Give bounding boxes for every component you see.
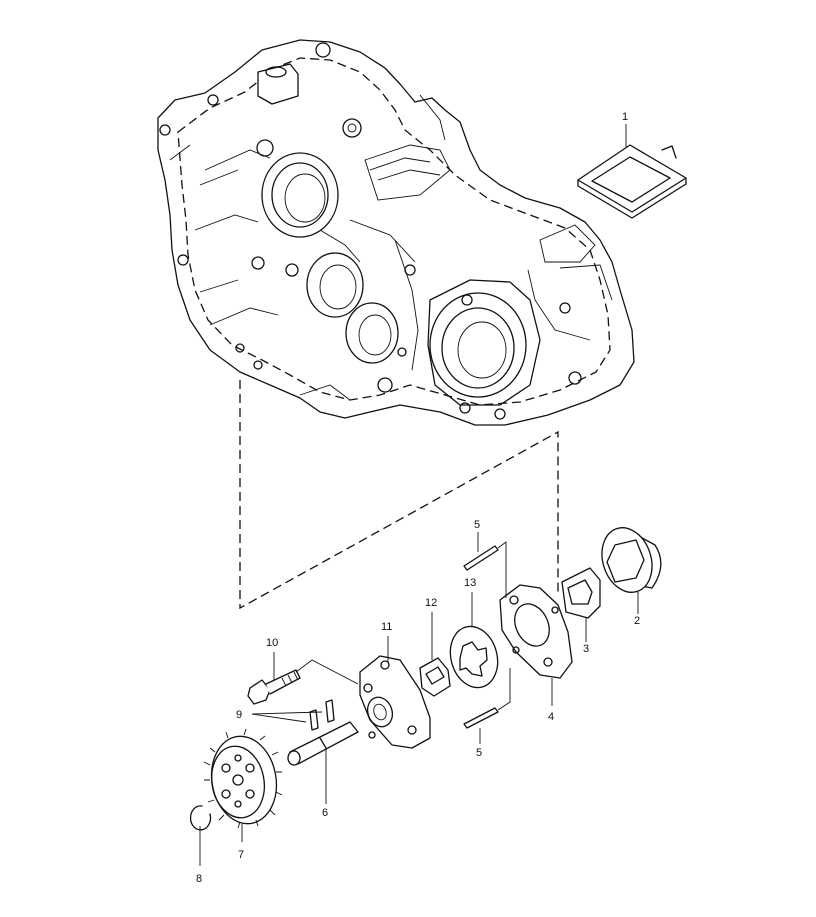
bolt-part-10 <box>247 652 359 705</box>
callout-12: 12 <box>425 597 437 609</box>
pump-cover-part-11 <box>359 636 431 749</box>
callout-6: 6 <box>322 807 328 819</box>
callout-1: 1 <box>622 111 628 123</box>
pins-part-9 <box>251 699 335 731</box>
callout-labels: 1 2 3 4 5 5 6 7 8 9 10 11 12 13 <box>196 111 640 885</box>
callout-4: 4 <box>548 711 554 723</box>
dowel-pins-part-5 <box>463 532 511 744</box>
callout-7: 7 <box>238 849 244 861</box>
callout-5-top: 5 <box>474 519 480 531</box>
callout-3: 3 <box>583 643 589 655</box>
rotor-housing-part-3 <box>561 567 601 642</box>
callout-8: 8 <box>196 873 202 885</box>
assembly-dashed-lines <box>239 380 559 610</box>
callout-5-bottom: 5 <box>476 747 482 759</box>
callout-2: 2 <box>634 615 640 627</box>
callout-10: 10 <box>266 637 278 649</box>
gasket-part-1 <box>577 124 687 219</box>
callout-13: 13 <box>464 577 476 589</box>
circlip-part-8 <box>189 805 212 866</box>
inner-rotor-part-13 <box>449 592 499 689</box>
gear-part-7 <box>203 728 283 842</box>
callout-11: 11 <box>381 621 392 633</box>
pump-sleeve-part-2 <box>601 527 662 614</box>
callout-9: 9 <box>236 709 242 721</box>
shaft-part-6 <box>287 721 359 804</box>
rotor-pin-part-12 <box>419 612 451 697</box>
crankcase-drawing <box>157 39 635 426</box>
pump-body-part-4 <box>499 584 573 706</box>
